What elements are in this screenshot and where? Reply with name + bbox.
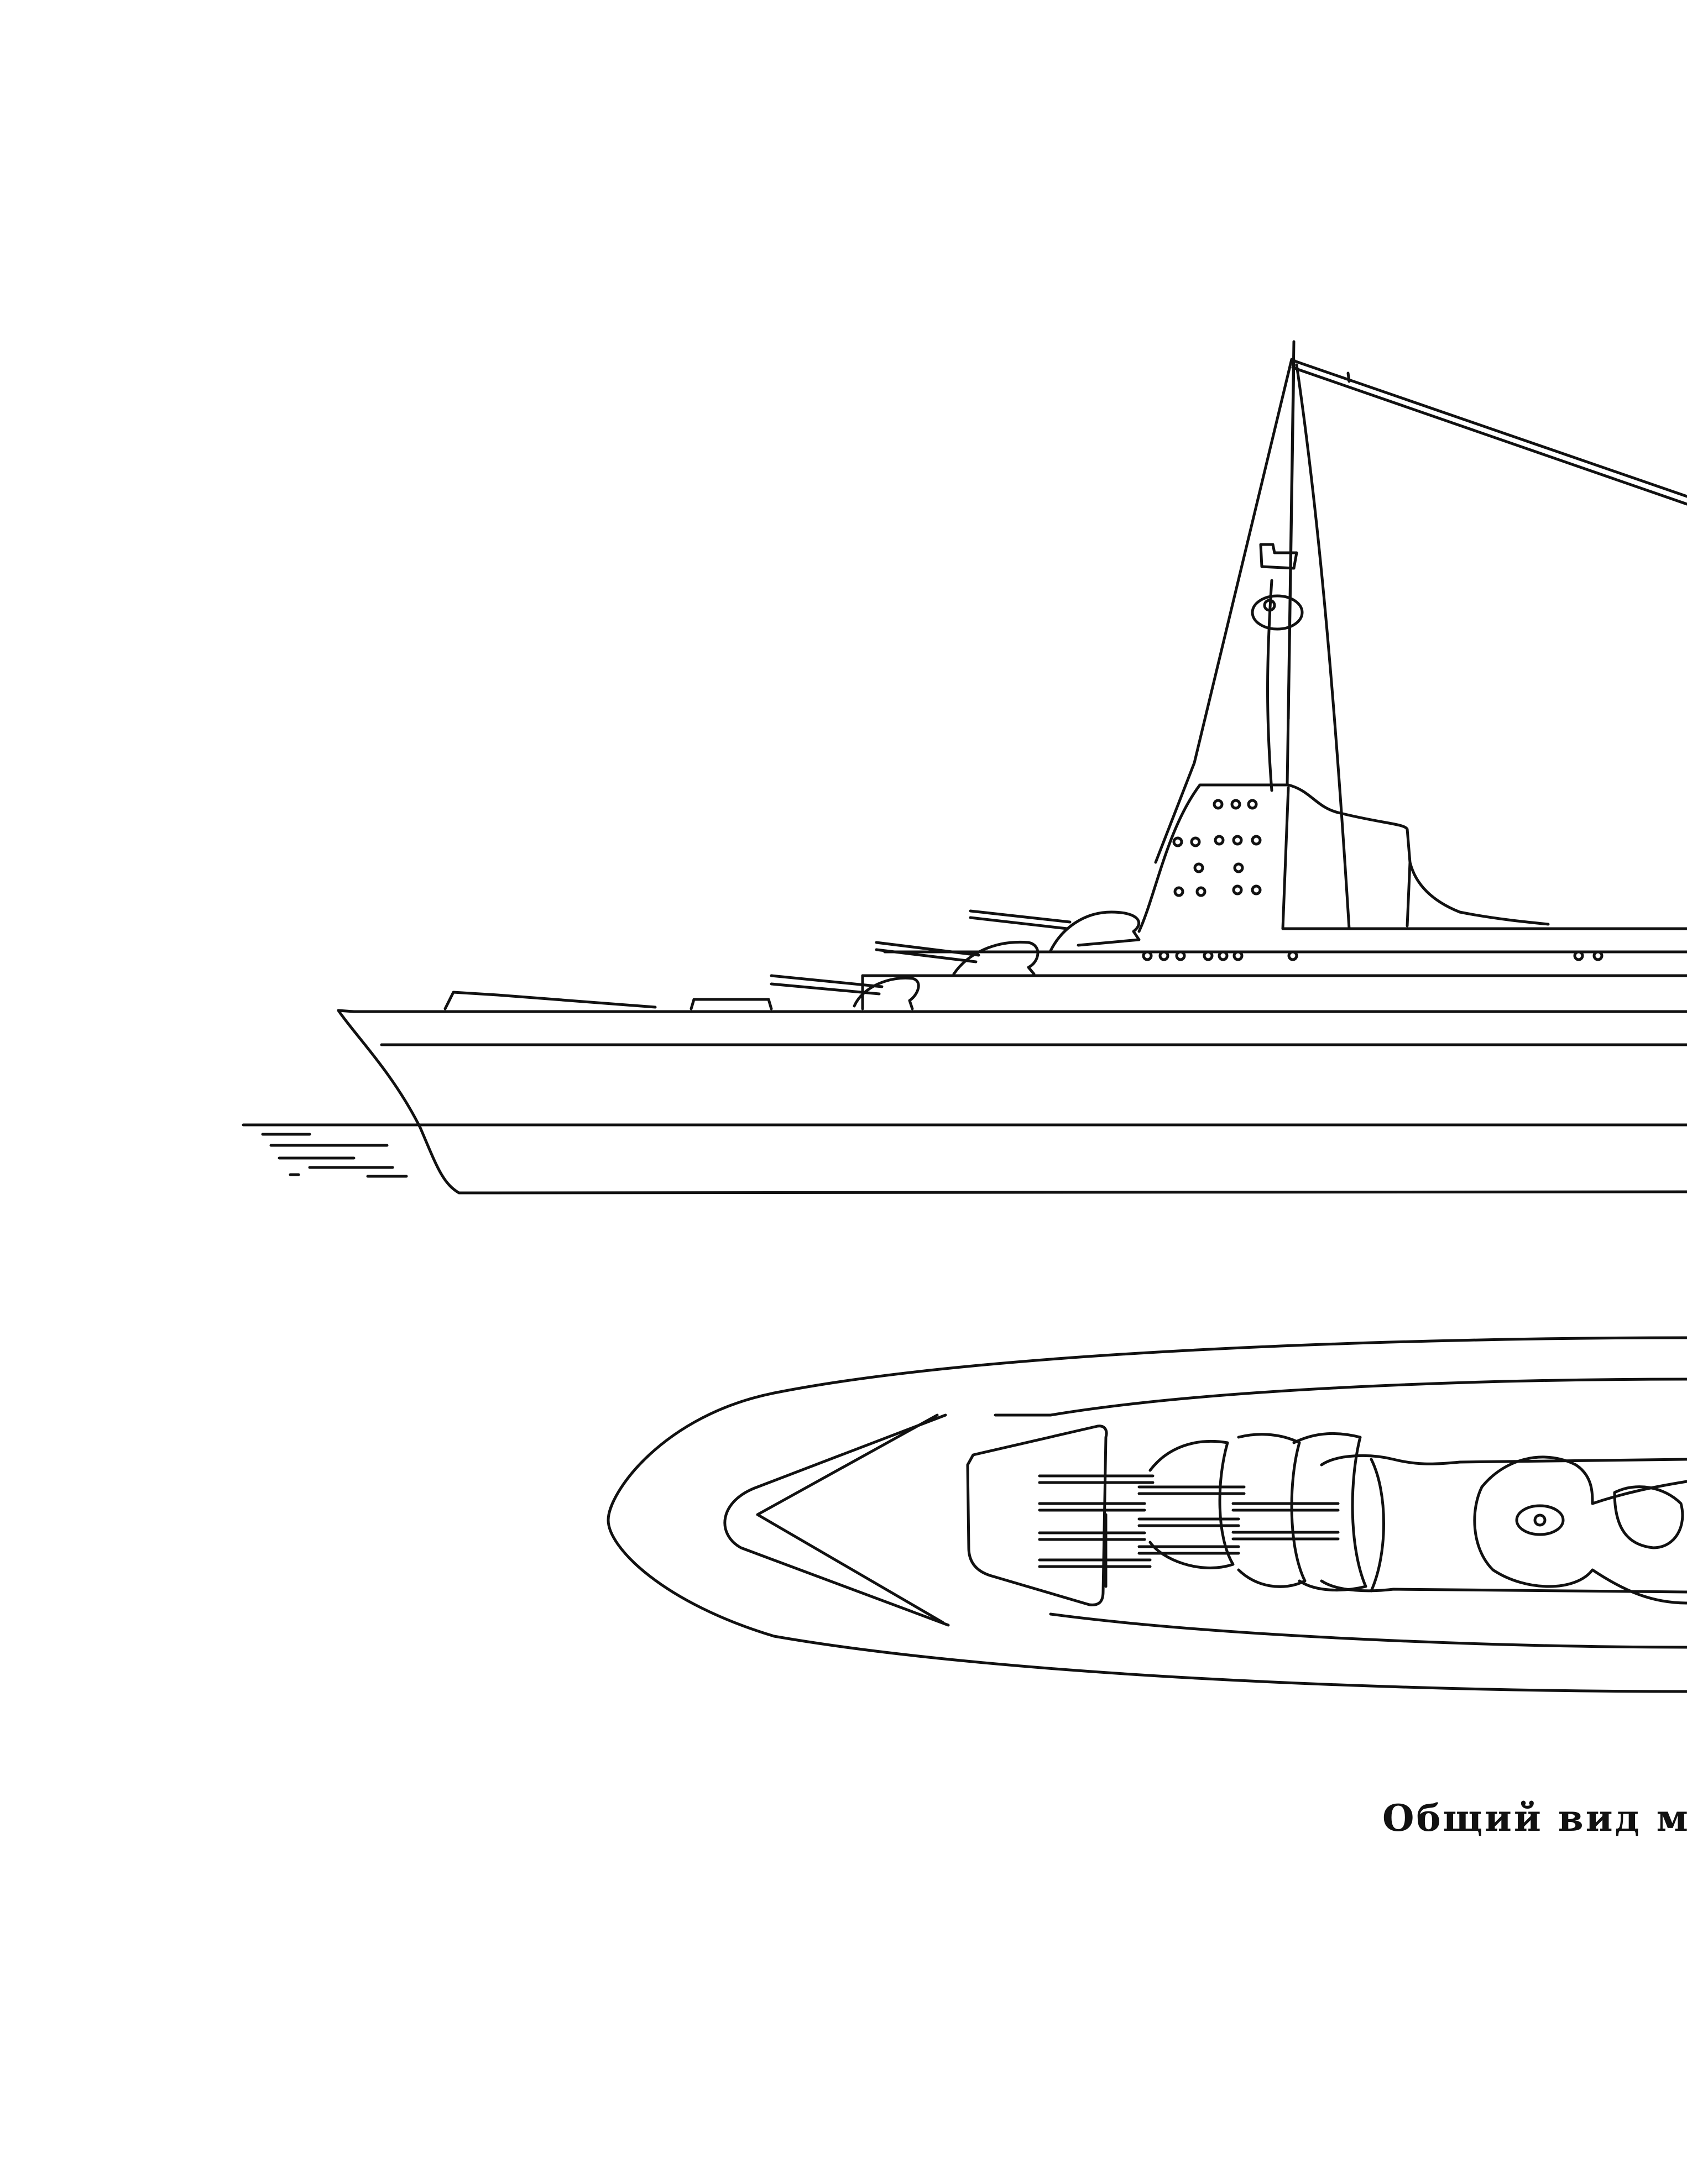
barrel-b1 [875, 941, 980, 957]
mast [1154, 340, 1687, 930]
barrel-c2 [969, 916, 1069, 930]
barrel-a1 [770, 974, 884, 988]
bridge-portholes [1172, 799, 1262, 897]
hull-portholes [1142, 950, 1604, 961]
top-view [607, 1336, 1687, 1693]
turret-barrels [1038, 1474, 1340, 1588]
hull [337, 1009, 1687, 1195]
mast-searchlight [1251, 594, 1304, 631]
bridge-plan-hatch [1515, 1504, 1565, 1536]
bow-deckhouse [966, 1424, 1108, 1606]
forecastle [443, 950, 1687, 1010]
barrel-b2 [875, 948, 978, 963]
barrel-a2 [770, 982, 881, 996]
turret-rings [1148, 1432, 1367, 1592]
figure-caption: Общий вид моде [1382, 1797, 1687, 1840]
turret-b [952, 940, 1040, 976]
side-view [242, 340, 1687, 1195]
water-lines [242, 1123, 1687, 1178]
barrel-c1 [969, 909, 1072, 924]
gun-turrets [770, 909, 1141, 1010]
superstructure-plan [1320, 1454, 1687, 1605]
turret-c [1049, 910, 1141, 952]
mast-lamp [1259, 543, 1298, 570]
deck-outline [607, 1336, 1687, 1693]
